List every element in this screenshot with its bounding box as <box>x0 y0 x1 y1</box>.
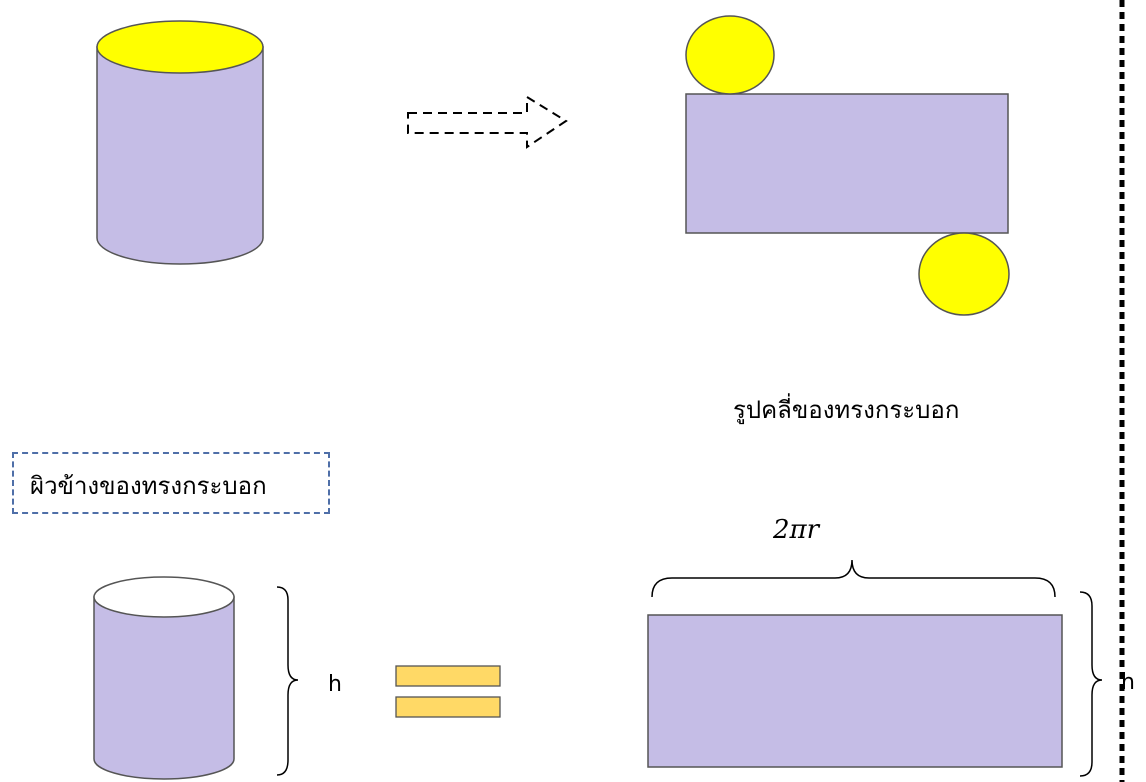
lateral-surface-box <box>12 452 330 514</box>
cylinder-top-face <box>96 20 264 74</box>
lateral-rectangle <box>647 614 1063 768</box>
cylinder-open <box>93 576 235 780</box>
net-bottom-circle <box>918 232 1010 316</box>
lateral-surface-label: ผิวข้างของทรงกระบอก <box>30 472 267 500</box>
cylinder-net <box>685 15 1010 316</box>
brace-top <box>651 559 1056 598</box>
height-label-left: h <box>328 672 342 697</box>
brace-left <box>276 586 299 776</box>
net-rectangle <box>685 93 1009 234</box>
circumference-formula: 2πr <box>773 515 820 545</box>
height-label-right: h <box>1121 670 1135 695</box>
dashed-arrow <box>407 95 568 149</box>
equals-sign <box>395 665 501 718</box>
brace-right <box>1079 591 1103 777</box>
net-top-circle <box>685 15 775 95</box>
cylinder-solid <box>96 20 264 265</box>
net-caption: รูปคลี่ของทรงกระบอก <box>733 396 960 424</box>
cylinder-open-top <box>93 576 235 618</box>
